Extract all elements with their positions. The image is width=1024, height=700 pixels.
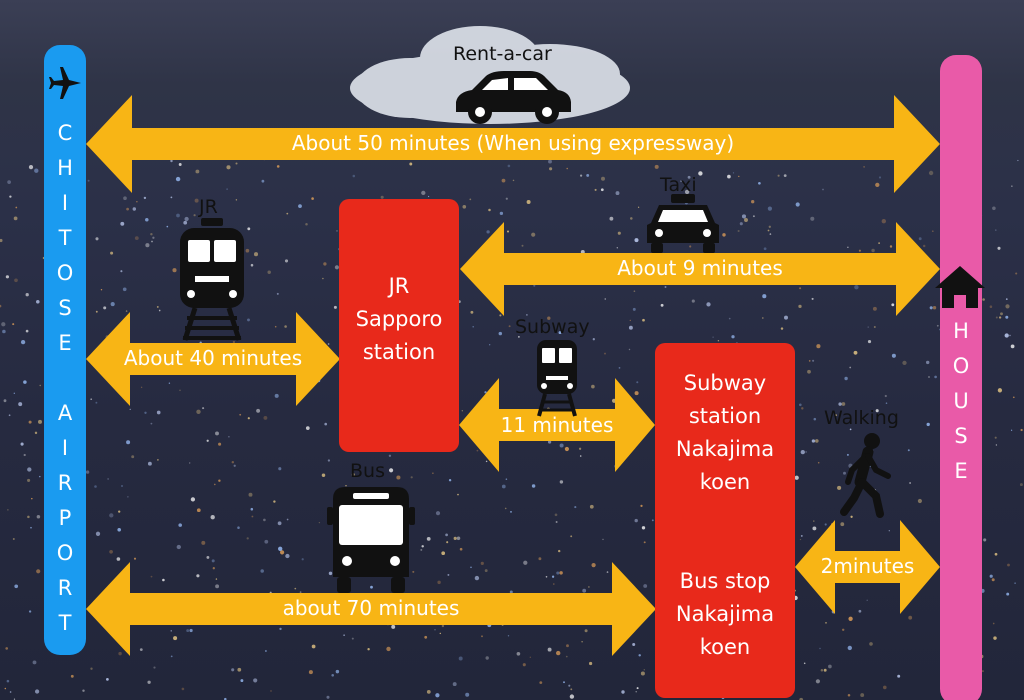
bar-letter: O [56, 261, 74, 285]
bar-letter: U [953, 389, 969, 413]
subway-time: 11 minutes [500, 413, 614, 437]
jr-sapporo-station-box: JR Sapporo station [339, 199, 459, 452]
nakajima-box-line: koen [699, 470, 751, 494]
subway-icon [537, 340, 577, 417]
nakajima-box-line: koen [699, 635, 751, 659]
taxi-icon [647, 194, 719, 253]
jr-label: JR [199, 196, 218, 218]
walking-label: Walking [824, 407, 899, 429]
bar-letter: H [953, 319, 969, 343]
bar-letter: C [57, 121, 73, 145]
bar-letter: T [58, 226, 72, 250]
arrow-walking [795, 520, 940, 614]
taxi-time: About 9 minutes [617, 256, 783, 280]
bar-letter: S [954, 424, 968, 448]
walking-person-icon [840, 433, 891, 518]
bus-time: about 70 minutes [282, 596, 460, 620]
nakajima-box-line: station [688, 404, 762, 428]
bus-icon [327, 487, 415, 593]
arrow-subway [459, 378, 655, 472]
rentacar-label: Rent-a-car [453, 43, 552, 65]
arrow-rentacar [86, 95, 940, 193]
arrow-jr [86, 312, 340, 406]
subway-label: Subway [515, 316, 590, 338]
taxi-label: Taxi [660, 174, 697, 196]
bar-letter: T [58, 611, 72, 635]
nakajima-box-spacer [655, 499, 795, 565]
jr-box-line: Sapporo [355, 307, 443, 331]
car-icon [456, 71, 571, 124]
nakajima-box-line: Nakajima [675, 602, 775, 626]
bar-letter: E [58, 331, 72, 355]
house-icon [935, 266, 985, 308]
bar-letter: I [61, 191, 69, 215]
bar-letter: S [58, 296, 72, 320]
jr-box-line: station [362, 340, 436, 364]
arrow-bus [86, 562, 656, 656]
bar-letter: P [58, 506, 72, 530]
jr-time: About 40 minutes [123, 346, 303, 370]
jr-box-line: JR [388, 274, 410, 298]
bar-letter: O [56, 541, 74, 565]
walking-time: 2minutes [820, 554, 915, 578]
nakajima-koen-box: Subway station Nakajima koen Bus stop Na… [655, 343, 795, 698]
bar-letter: R [57, 471, 73, 495]
nakajima-box-line: Nakajima [675, 437, 775, 461]
arrow-taxi [460, 222, 940, 316]
bar-letter: E [954, 459, 968, 483]
airplane-icon [49, 67, 81, 99]
bus-label: Bus [350, 460, 385, 482]
bar-letter: I [61, 436, 69, 460]
bar-letter: A [57, 401, 73, 425]
bar-letter: O [952, 354, 970, 378]
nakajima-box-line: Subway [683, 371, 767, 395]
bar-letter [62, 365, 69, 391]
bar-letter: R [57, 576, 73, 600]
nakajima-box-line: Bus stop [679, 569, 771, 593]
train-icon [180, 218, 244, 341]
bar-letter: H [57, 156, 73, 180]
rentacar-time: About 50 minutes (When using expressway) [291, 131, 735, 155]
